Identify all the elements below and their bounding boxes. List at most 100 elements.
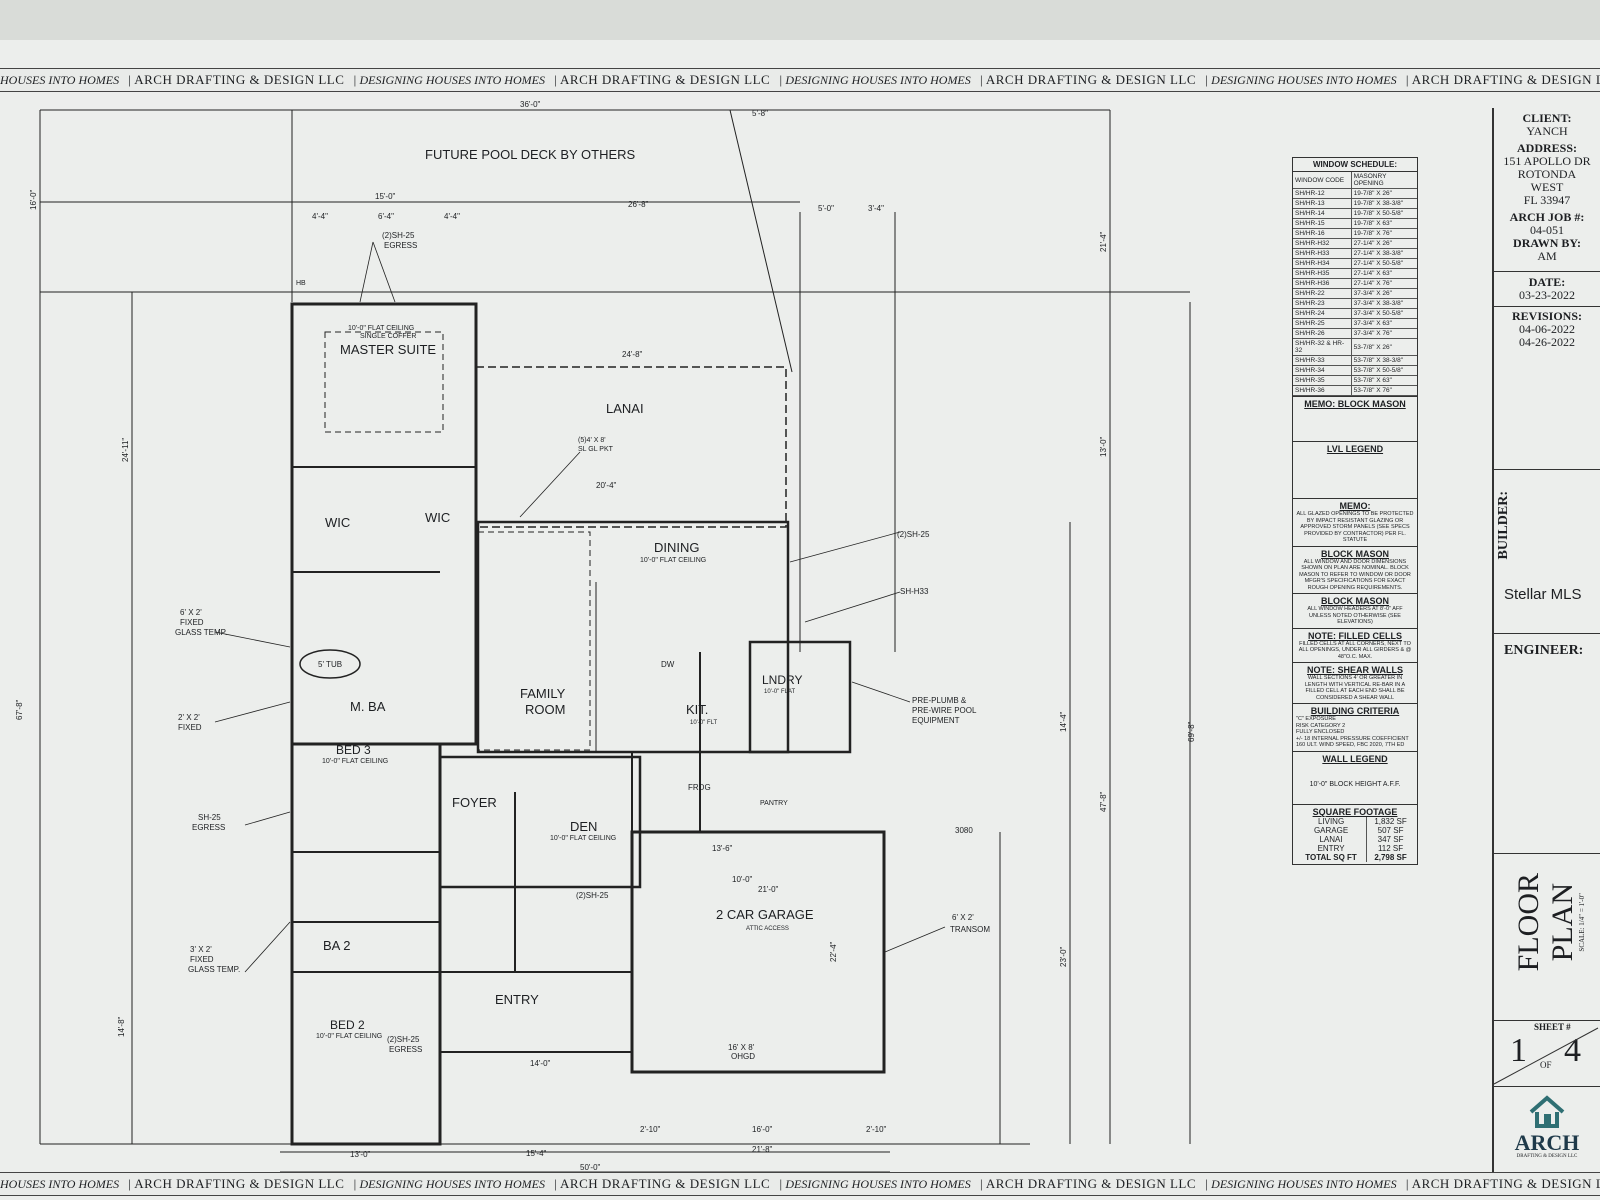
window-callout: 2' X 2' <box>178 713 200 722</box>
fridge-label: FRDG <box>688 783 711 792</box>
dimension: 14'-8" <box>117 1016 126 1037</box>
window-callout: (2)SH-25 <box>576 891 609 900</box>
cell: SH/HR-35 <box>1293 375 1352 386</box>
room-master-suite: MASTER SUITE <box>340 342 436 357</box>
dimension: 15'-4" <box>526 1149 547 1158</box>
note-heading: NOTE: FILLED CELLS <box>1308 630 1402 641</box>
dining-ceiling-note: 10'-0" FLAT CEILING <box>640 557 706 564</box>
cell: LIVING <box>1296 817 1368 826</box>
cell: SH/HR-15 <box>1293 218 1352 229</box>
window-callout: SH-25 <box>198 813 221 822</box>
schedule-title: WINDOW SCHEDULE: <box>1293 158 1417 172</box>
cell: SH/HR-H32 <box>1293 238 1352 249</box>
note-heading: MEMO: BLOCK MASON <box>1304 399 1406 409</box>
dimension: 6'-4" <box>378 212 394 221</box>
dimension: 26'-8" <box>628 200 649 209</box>
address-line: 151 APOLLO DR <box>1503 154 1591 168</box>
garage-attic-note: ATTIC ACCESS <box>746 926 789 932</box>
cell: ENTRY <box>1296 844 1368 853</box>
master-coffer-note: SINGLE COFFER <box>360 333 416 340</box>
garage-door-type: OHGD <box>731 1052 755 1061</box>
pool-deck-label: FUTURE POOL DECK BY OTHERS <box>425 147 636 162</box>
logo-text: ARCH <box>1514 1130 1580 1155</box>
schedule-header: MASONRY OPENING <box>1351 172 1417 189</box>
building-criteria: BUILDING CRITERIA "C" EXPOSURE RISK CATE… <box>1293 703 1417 751</box>
sheet-title: PLAN <box>1546 883 1579 962</box>
job-number: 04-051 <box>1530 223 1564 237</box>
memo-note: MEMO:ALL GLAZED OPENINGS TO BE PROTECTED… <box>1293 498 1417 546</box>
cell: LANAI <box>1296 835 1368 844</box>
schedule-header: WINDOW CODE <box>1293 172 1352 189</box>
table-row: LIVING 1,832 SF <box>1296 817 1414 826</box>
cell: 347 SF <box>1377 835 1404 844</box>
cell: 19-7/8" X 50-5/8" <box>1351 208 1417 219</box>
glass-note: GLASS TEMP. <box>188 965 240 974</box>
cell: GARAGE <box>1296 826 1368 835</box>
cell: 19-7/8" X 38-3/8" <box>1351 198 1417 209</box>
dimension: 22'-4" <box>829 941 838 962</box>
note-body: 10'-0" BLOCK HEIGHT A.F.F. <box>1309 780 1401 788</box>
cell: 27-1/4" X 26" <box>1351 238 1417 249</box>
note-body: FILLED CELLS AT ALL CORNERS, NEXT TO ALL… <box>1298 640 1412 660</box>
dimension: 36'-0" <box>520 100 541 109</box>
sheet-divider-icon <box>1494 1027 1599 1085</box>
cell: 1,832 SF <box>1374 817 1407 826</box>
sheet-number: 1 <box>1510 1032 1527 1069</box>
room-family: FAMILY <box>520 686 566 701</box>
logo-subtitle: DRAFTING & DESIGN LLC <box>1516 1154 1578 1159</box>
criteria-line: FULLY ENCLOSED <box>1296 729 1345 735</box>
dimension: 2'-10" <box>866 1125 887 1134</box>
fixed-note: FIXED <box>190 955 214 964</box>
cell: 19-7/8" X 26" <box>1351 188 1417 199</box>
room-bed-2: BED 2 <box>330 1018 365 1032</box>
sheet-total: 4 <box>1564 1032 1581 1069</box>
address-line: FL 33947 <box>1523 193 1571 207</box>
pool-equipment-note: EQUIPMENT <box>912 716 960 725</box>
room-family-room: ROOM <box>525 702 565 717</box>
cell: SH/HR-H36 <box>1293 278 1352 289</box>
dimension: 13'-0" <box>1099 436 1108 457</box>
revision-date: 04-26-2022 <box>1519 335 1575 349</box>
dimension: 47'-8" <box>1099 791 1108 812</box>
cell: 507 SF <box>1377 826 1404 835</box>
cell: SH/HR-12 <box>1293 188 1352 199</box>
note-heading: MEMO: <box>1339 501 1371 511</box>
slider-callout: (5)4' X 8' <box>578 437 606 444</box>
cell: 27-1/4" X 50-5/8" <box>1351 258 1417 269</box>
dimension: 4'-4" <box>444 212 460 221</box>
window-callout: SH-H33 <box>900 587 929 596</box>
bottom-banner: HOUSES INTO HOMES | ARCH DRAFTING & DESI… <box>0 1172 1600 1196</box>
cell: SH/HR-34 <box>1293 365 1352 376</box>
banner-tagline: DESIGNING HOUSES INTO HOMES <box>1211 73 1397 87</box>
window-callout: (2)SH-25 <box>382 231 415 240</box>
dimension: 69'-8" <box>1187 721 1196 742</box>
lvl-legend: LVL LEGEND <box>1293 441 1417 498</box>
hose-bib-label: HB <box>296 280 306 287</box>
fixed-note: FIXED <box>180 618 204 627</box>
square-footage: SQUARE FOOTAGE LIVING 1,832 SF GARAGE 507 … <box>1293 804 1417 864</box>
transom-note: TRANSOM <box>950 925 990 934</box>
sheet-label: SHEET # <box>1534 1022 1571 1032</box>
dimension: 21'-0" <box>758 885 779 894</box>
cell: 53-7/8" X 50-5/8" <box>1351 365 1417 376</box>
note-heading: SQUARE FOOTAGE <box>1312 807 1398 817</box>
room-master-bath: M. BA <box>350 699 386 714</box>
dimension: 2'-10" <box>640 1125 661 1134</box>
scale-note: SCALE: 1/4" = 1'-0" <box>1578 893 1586 952</box>
banner-tagline: DESIGNING HOUSES INTO HOMES <box>785 73 971 87</box>
cell: 53-7/8" X 26" <box>1351 338 1417 356</box>
note-body: ALL GLAZED OPENINGS TO BE PROTECTED BY I… <box>1296 511 1414 543</box>
revisions-label: REVISIONS: <box>1511 309 1583 323</box>
